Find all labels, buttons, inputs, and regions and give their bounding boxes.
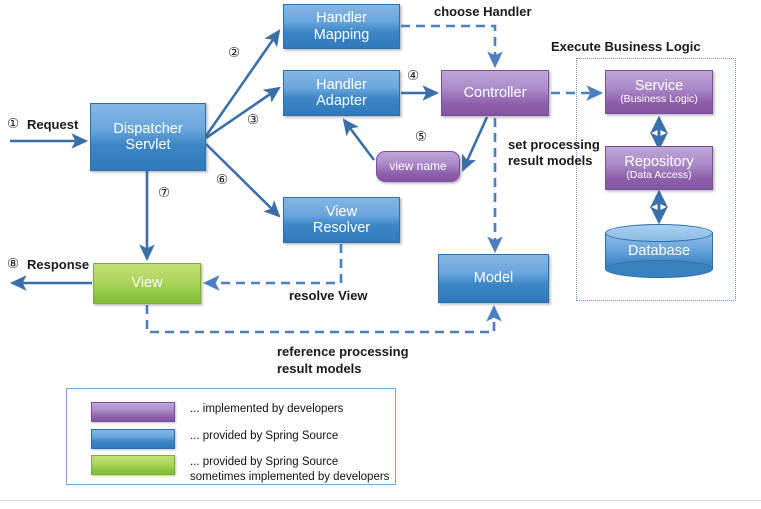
label-reference-line2: result models — [277, 361, 362, 376]
node-label-line2: Resolver — [312, 220, 371, 236]
label-set-processing-line1: set processing — [508, 137, 600, 152]
node-label-line2: Servlet — [125, 137, 171, 153]
node-label-line1: Handler — [316, 10, 367, 27]
execute-business-logic-container — [576, 58, 736, 301]
legend-label: ... implemented by developers — [190, 403, 344, 415]
label-execute-business-logic: Execute Business Logic — [551, 39, 701, 54]
node-label-line1: Handler — [316, 76, 367, 93]
step-number-6: ⑥ — [216, 172, 229, 187]
step-number-4: ④ — [407, 68, 420, 83]
node-view-name[interactable]: view name — [376, 151, 460, 182]
node-database[interactable]: Database — [605, 224, 713, 278]
node-label-sub: (Business Logic) — [620, 93, 698, 106]
node-label-line1: Controller — [463, 84, 527, 101]
step-number-3: ③ — [247, 112, 260, 127]
node-label-line1: View — [131, 275, 163, 292]
label-resolve-view: resolve View — [289, 288, 368, 303]
node-view[interactable]: View — [93, 263, 201, 304]
label-request: Request — [27, 117, 79, 132]
node-label-line2: Adapter — [316, 93, 367, 109]
label-response: Response — [27, 257, 90, 272]
label-reference-line1: reference processing — [277, 344, 409, 359]
legend-swatch-purple — [91, 402, 175, 422]
step-number-7: ⑦ — [158, 185, 171, 200]
node-model[interactable]: Model — [438, 254, 549, 303]
node-handler-mapping[interactable]: Handler Mapping — [283, 4, 400, 49]
node-service[interactable]: Service (Business Logic) — [605, 70, 713, 114]
node-label-line1: Dispatcher — [113, 120, 183, 137]
legend-swatch-green — [91, 455, 175, 475]
legend-label: ... provided by Spring Source — [190, 456, 339, 468]
legend-label-group: ... provided by Spring Source sometimes … — [190, 455, 389, 484]
node-label-line1: Model — [473, 270, 514, 287]
legend-panel: ... implemented by developers ... provid… — [66, 388, 396, 485]
step-number-5: ⑤ — [415, 129, 428, 144]
legend-label: ... provided by Spring Source — [190, 430, 339, 442]
node-label-line2: Mapping — [313, 26, 370, 43]
step-number-8: ⑧ — [7, 256, 20, 271]
legend-swatch-blue — [91, 429, 175, 449]
database-cylinder-top — [605, 224, 713, 242]
step-number-2: ② — [228, 45, 241, 60]
node-handler-adapter[interactable]: Handler Adapter — [283, 70, 400, 116]
legend-item: ... provided by Spring Source — [91, 429, 338, 449]
node-label-line1: view name — [389, 158, 447, 173]
database-cylinder-bottom — [605, 260, 713, 278]
node-controller[interactable]: Controller — [441, 70, 549, 116]
node-view-resolver[interactable]: View Resolver — [283, 197, 400, 243]
node-label-line1: Database — [627, 243, 691, 259]
node-label-line1: View — [325, 203, 358, 220]
label-set-processing-line2: result models — [508, 153, 593, 168]
node-dispatcher-servlet[interactable]: Dispatcher Servlet — [90, 103, 206, 171]
label-choose-handler: choose Handler — [434, 4, 532, 19]
legend-item: ... provided by Spring Source sometimes … — [91, 455, 389, 484]
node-label-line1: Service — [634, 78, 684, 94]
bottom-divider — [0, 500, 761, 501]
node-label-sub: (Data Access) — [626, 169, 692, 182]
node-repository[interactable]: Repository (Data Access) — [605, 146, 713, 190]
legend-label-secondary: sometimes implemented by developers — [190, 470, 390, 483]
node-label-line1: Repository — [624, 154, 694, 170]
step-number-1: ① — [7, 116, 20, 131]
legend-item: ... implemented by developers — [91, 402, 343, 422]
